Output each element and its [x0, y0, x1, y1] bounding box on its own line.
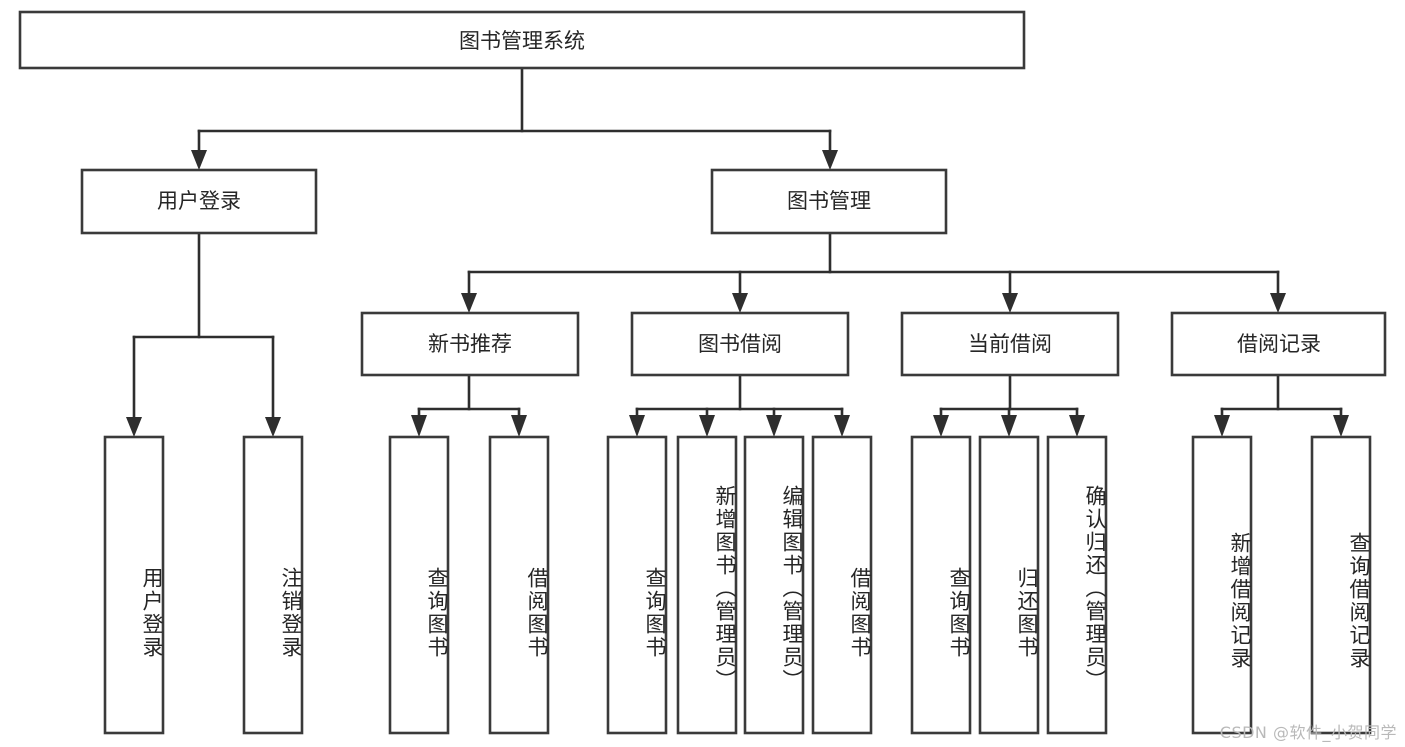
node-borrow-record-box[interactable] — [1170, 311, 1387, 377]
node-book-borrow-label: 图书借阅 — [698, 332, 782, 356]
node-new-book-recommend-label: 新书推荐 — [428, 332, 512, 356]
node-borrow-record-label: 借阅记录 — [1237, 332, 1321, 356]
node-borrow-record[interactable]: 借阅记录 — [1170, 311, 1387, 377]
watermark: CSDN @软件_小贺同学 — [1219, 723, 1397, 742]
node-book-manage-label: 图书管理 — [787, 189, 871, 213]
connectors-layer — [126, 66, 1349, 437]
leaf-box-book-borrow-2[interactable] — [676, 435, 738, 735]
arrow-current-borrow-leaf-3 — [1069, 415, 1085, 437]
leaf-box-book-borrow-4[interactable] — [811, 435, 873, 735]
node-current-borrow-box[interactable] — [900, 311, 1120, 377]
node-root[interactable]: 图书管理系统 — [18, 10, 1026, 70]
node-current-borrow-label: 当前借阅 — [968, 332, 1052, 356]
node-root-label: 图书管理系统 — [459, 29, 585, 53]
arrow-book-borrow-leaf-4 — [834, 415, 850, 437]
node-new-book-recommend[interactable]: 新书推荐 — [360, 311, 580, 377]
leaf-box-new-book-2[interactable] — [488, 435, 550, 735]
leaf-box-borrow-record-1[interactable] — [1191, 435, 1253, 735]
leaf-box-borrow-record-2[interactable] — [1310, 435, 1372, 735]
arrow-borrow-record-leaf-1 — [1214, 415, 1230, 437]
arrow-new-book-leaf-1 — [411, 415, 427, 437]
node-user-login-box[interactable] — [80, 168, 318, 235]
arrow-current-borrow-leaf-1 — [933, 415, 949, 437]
leaf-box-book-borrow-1[interactable] — [606, 435, 668, 735]
leaf-box-user-login-2[interactable] — [242, 435, 304, 735]
arrow-book-borrow-leaf-3 — [766, 415, 782, 437]
leaf-box-current-borrow-2[interactable] — [978, 435, 1040, 735]
arrow-borrow-record-leaf-2 — [1333, 415, 1349, 437]
arrow-book-borrow-leaf-1 — [629, 415, 645, 437]
arrow-new-book-leaf-2 — [511, 415, 527, 437]
arrow-user-login-leaf-2 — [265, 417, 281, 437]
node-new-book-recommend-box[interactable] — [360, 311, 580, 377]
node-user-login[interactable]: 用户登录 — [80, 168, 318, 235]
leaf-box-current-borrow-1[interactable] — [910, 435, 972, 735]
arrow-to-new-book — [461, 293, 477, 313]
arrow-current-borrow-leaf-2 — [1001, 415, 1017, 437]
arrow-book-borrow-leaf-2 — [699, 415, 715, 437]
leaf-boxes-layer — [103, 435, 1372, 735]
node-book-manage-box[interactable] — [710, 168, 948, 235]
arrow-to-book-manage — [822, 150, 838, 170]
arrow-to-borrow-record — [1270, 293, 1286, 313]
node-root-box[interactable] — [18, 10, 1026, 70]
leaf-box-new-book-1[interactable] — [388, 435, 450, 735]
node-current-borrow[interactable]: 当前借阅 — [900, 311, 1120, 377]
arrow-to-current-borrow — [1002, 293, 1018, 313]
leaf-box-current-borrow-3[interactable] — [1046, 435, 1108, 735]
arrow-to-user-login — [191, 150, 207, 170]
arrow-to-book-borrow — [732, 293, 748, 313]
leaf-box-user-login-1[interactable] — [103, 435, 165, 735]
node-book-borrow[interactable]: 图书借阅 — [630, 311, 850, 377]
node-book-borrow-box[interactable] — [630, 311, 850, 377]
leaf-box-book-borrow-3[interactable] — [743, 435, 805, 735]
arrow-user-login-leaf-1 — [126, 417, 142, 437]
node-book-manage[interactable]: 图书管理 — [710, 168, 948, 235]
node-user-login-label: 用户登录 — [157, 189, 241, 213]
